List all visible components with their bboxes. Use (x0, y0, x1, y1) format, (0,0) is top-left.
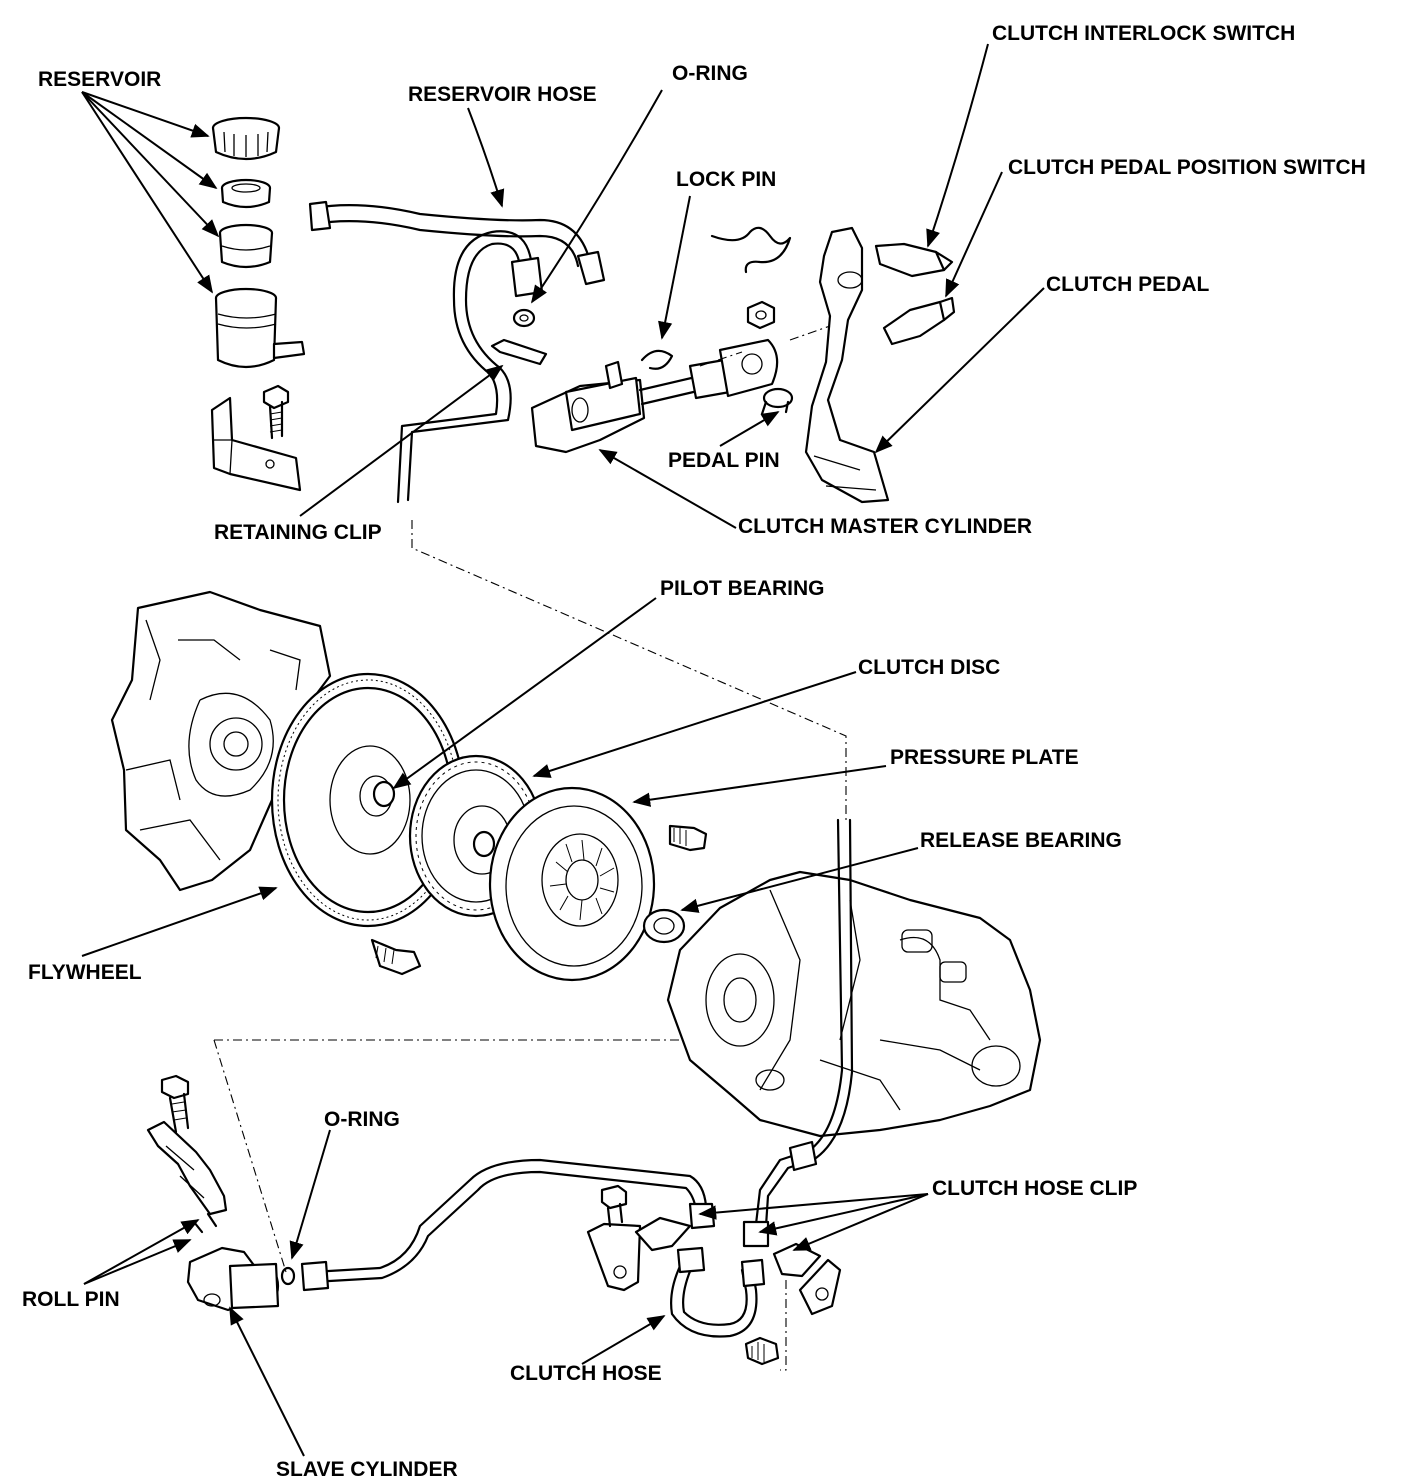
slave-bracket (146, 1120, 228, 1216)
leader-lines (81, 43, 1045, 1457)
clutch-pipe-lower (300, 1158, 716, 1292)
o-ring-bottom-part (280, 1266, 296, 1286)
label-lock-pin: LOCK PIN (676, 168, 776, 191)
reservoir-tank (214, 287, 306, 369)
label-reservoir-hose: RESERVOIR HOSE (408, 83, 597, 106)
retaining-clip-part (490, 338, 548, 366)
clutch-pipe-upper (396, 230, 544, 504)
spring-part (710, 226, 792, 274)
nut-part (746, 300, 776, 330)
label-pressure-plate: PRESSURE PLATE (890, 746, 1079, 769)
reservoir-strainer (218, 223, 274, 269)
o-ring-top-part (512, 308, 536, 328)
label-clutch-hose-clip: CLUTCH HOSE CLIP (932, 1177, 1137, 1200)
pilot-bearing-part (372, 780, 396, 808)
label-roll-pin: ROLL PIN (22, 1288, 120, 1311)
pedal-pin-part (760, 387, 794, 416)
reservoir-bracket (210, 396, 302, 492)
label-slave-cylinder: SLAVE CYLINDER (276, 1458, 458, 1481)
release-bearing-part (642, 908, 686, 944)
hose-bracket-left (586, 1184, 642, 1292)
roll-pin-part (192, 1212, 218, 1234)
label-clutch-pedal-position-switch: CLUTCH PEDAL POSITION SWITCH (1008, 156, 1366, 179)
reservoir-cap (211, 116, 281, 161)
transmission-case (666, 870, 1042, 1138)
pressure-plate-part (488, 786, 656, 982)
clutch-hose-clip-left (634, 1216, 692, 1252)
reservoir-seal (220, 178, 272, 209)
label-clutch-pedal: CLUTCH PEDAL (1046, 273, 1209, 296)
reservoir-hose (308, 200, 606, 286)
label-reservoir: RESERVOIR (38, 68, 161, 91)
label-clutch-master-cylinder: CLUTCH MASTER CYLINDER (738, 515, 1032, 538)
pressure-plate-bolt (668, 824, 708, 852)
label-o-ring-bottom: O-RING (324, 1108, 400, 1131)
clutch-interlock-switch-part (874, 242, 954, 278)
label-flywheel: FLYWHEEL (28, 961, 142, 984)
label-pilot-bearing: PILOT BEARING (660, 577, 825, 600)
slave-cylinder-part (186, 1246, 280, 1312)
label-o-ring-top: O-RING (672, 62, 748, 85)
label-clutch-disc: CLUTCH DISC (858, 656, 1000, 679)
slave-bolt (160, 1074, 190, 1134)
clutch-master-cylinder-part (530, 338, 779, 454)
clutch-pipe-trans (742, 818, 854, 1248)
label-release-bearing: RELEASE BEARING (920, 829, 1122, 852)
label-retaining-clip: RETAINING CLIP (214, 521, 382, 544)
clutch-pedal-position-switch-part (882, 296, 956, 346)
label-clutch-hose: CLUTCH HOSE (510, 1362, 662, 1385)
callout-labels: RESERVOIR RESERVOIR HOSE O-RING CLUTCH I… (22, 22, 1366, 1481)
label-clutch-interlock-switch: CLUTCH INTERLOCK SWITCH (992, 22, 1295, 45)
lock-pin-part (640, 349, 674, 370)
clutch-hose-clip-right (772, 1242, 822, 1278)
flywheel-bolt (370, 938, 422, 976)
engine-block (110, 590, 332, 892)
clutch-pedal-part (804, 226, 890, 504)
alignment-lines (213, 325, 847, 1371)
hose-bracket-right (744, 1258, 842, 1366)
label-pedal-pin: PEDAL PIN (668, 449, 780, 472)
reservoir-bolt (262, 384, 290, 440)
clutch-hose-part (670, 1246, 766, 1338)
